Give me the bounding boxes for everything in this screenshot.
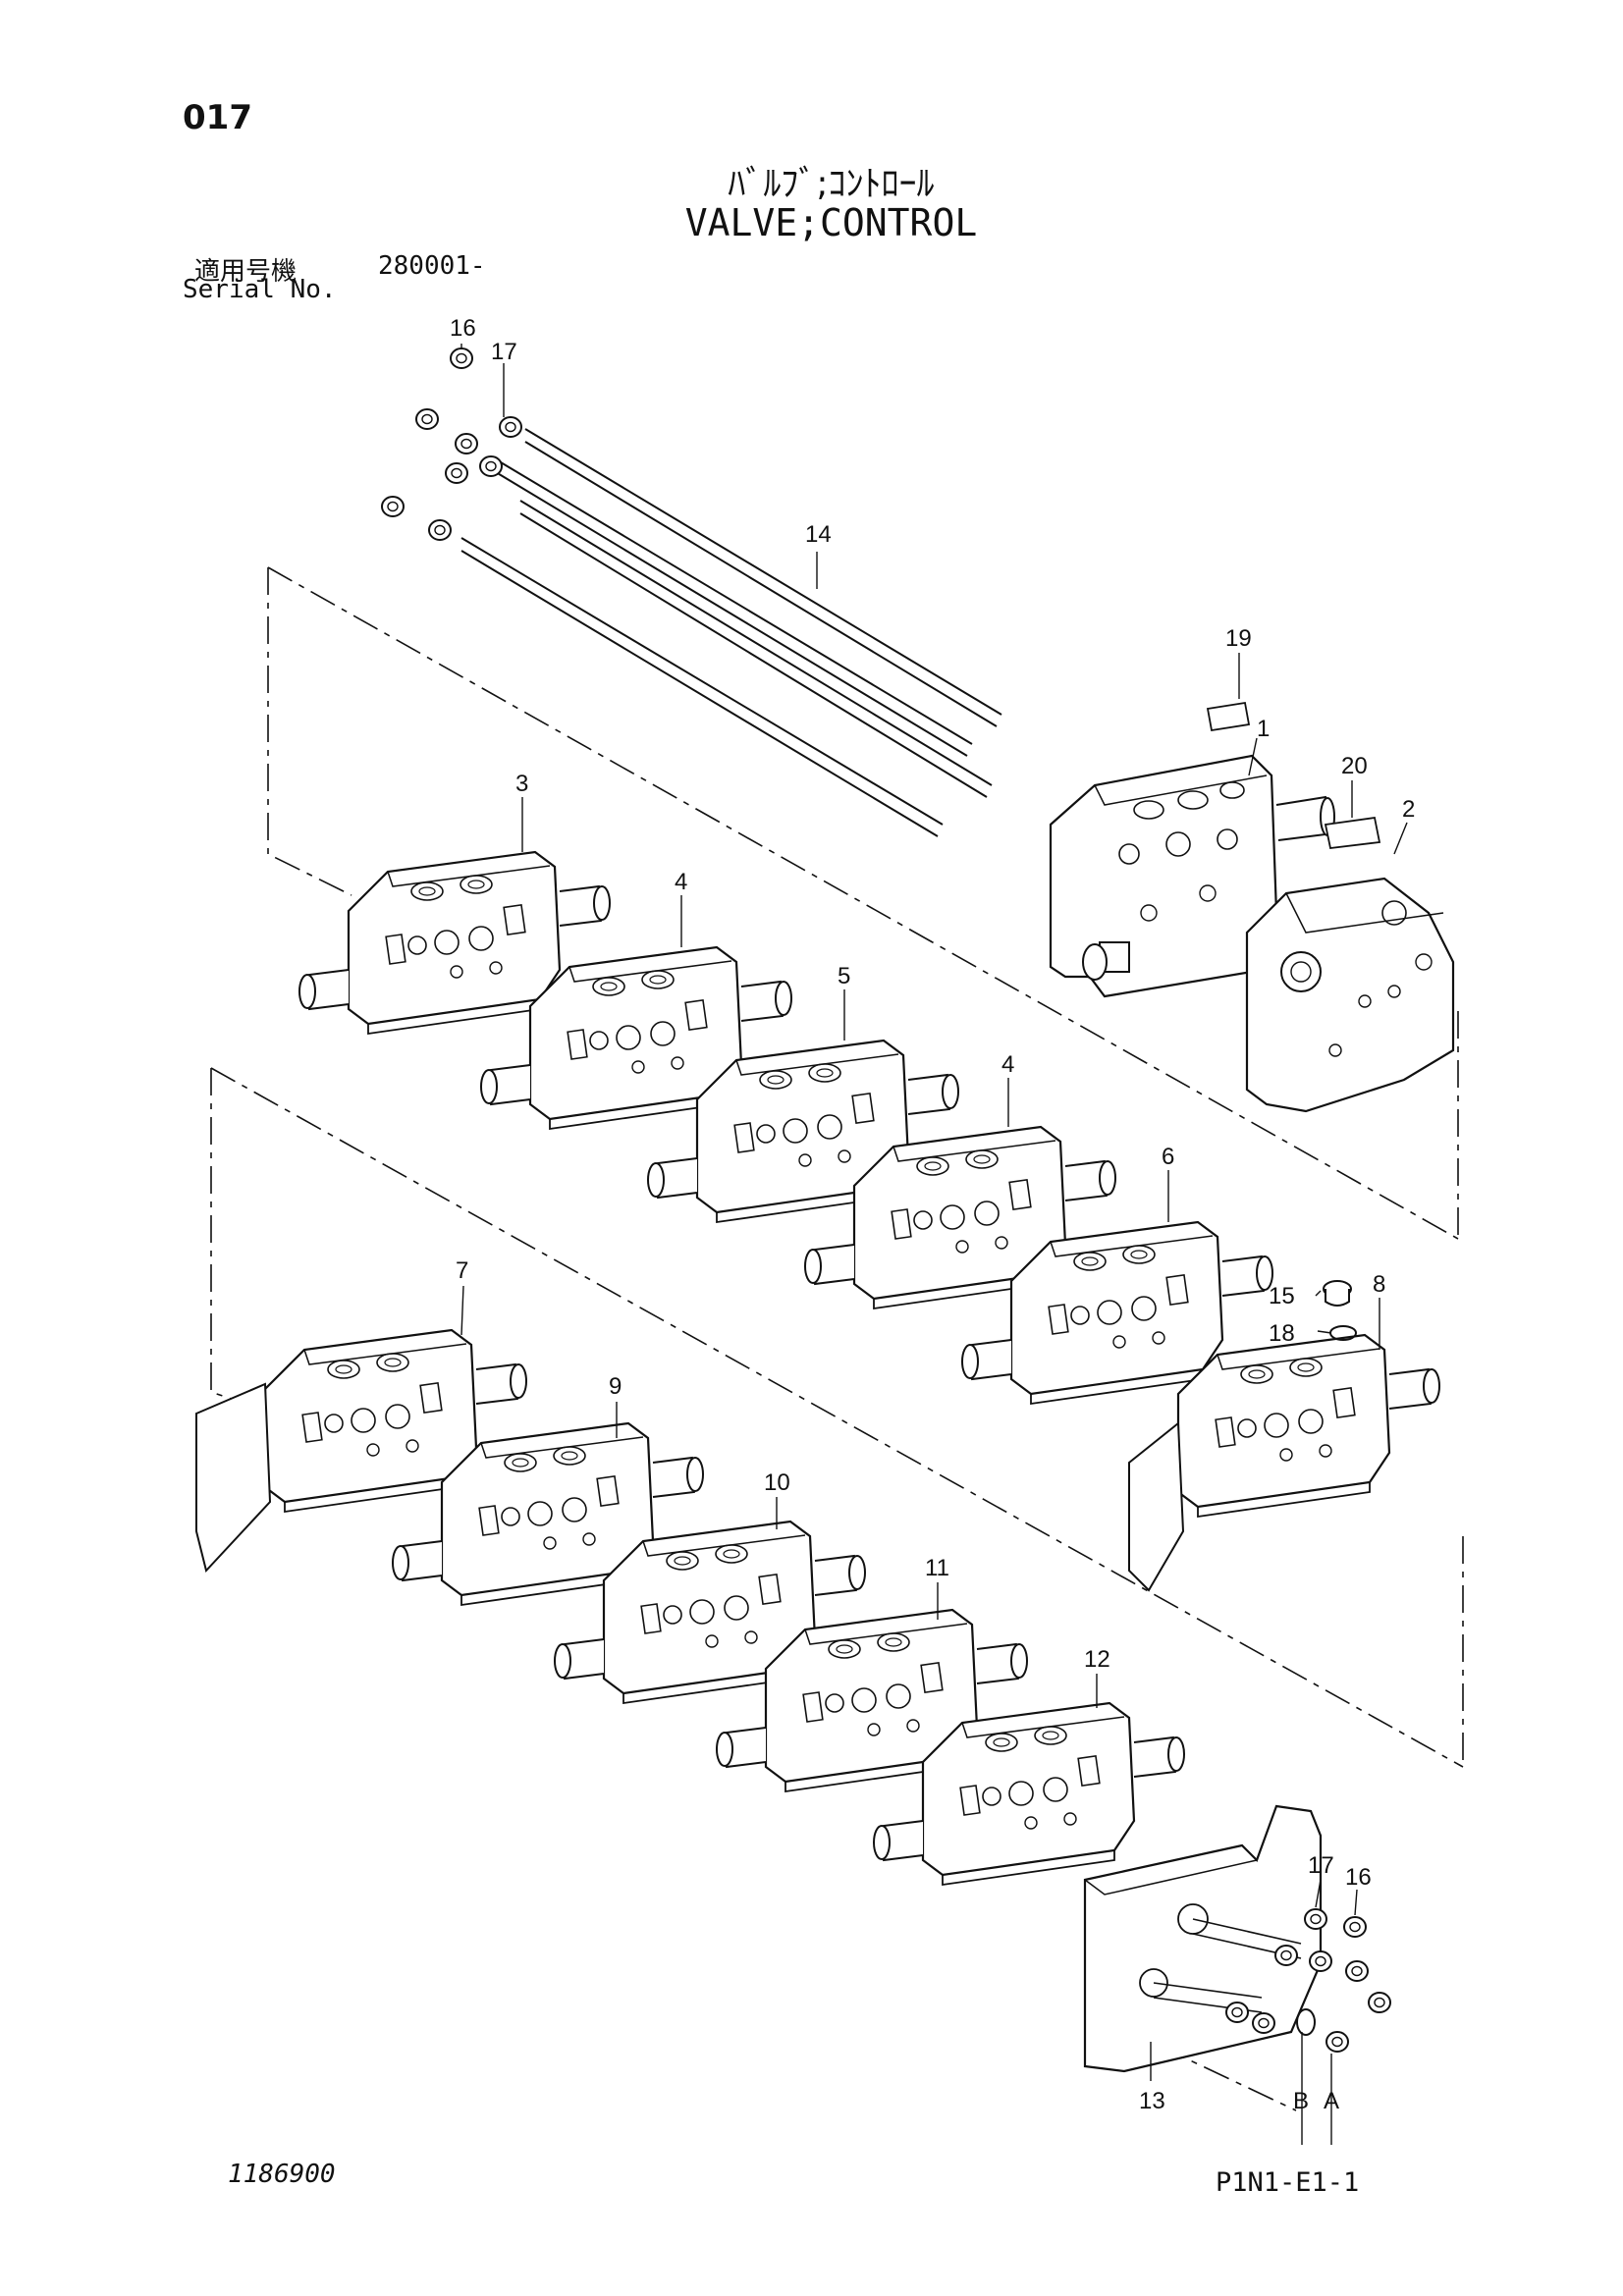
callout-B: B [1293,2088,1309,2114]
callout-15: 15 [1269,1283,1295,1309]
tie-rods [460,428,1002,837]
callout-2: 2 [1402,796,1415,823]
section-7-housing [195,1382,272,1574]
callout-5: 5 [838,963,850,989]
callout-10: 10 [764,1469,790,1496]
section-8-housing [1128,1420,1185,1592]
callout-4: 4 [675,869,687,895]
callout-3: 3 [515,771,528,797]
callout-17: 17 [491,339,517,365]
callout-16: 16 [450,315,476,342]
callout-6: 6 [1162,1144,1174,1170]
callout-13: 13 [1139,2088,1165,2114]
drawing-number: 1186900 [228,2160,336,2189]
callout-labels: 16 17 14 19 1 20 2 3 4 5 4 6 15 8 18 7 9… [450,315,1415,2114]
callout-7: 7 [456,1257,468,1284]
page-number: 017 [183,98,252,137]
nameplate [1206,701,1251,732]
serial-number-value: 280001- [378,251,486,281]
callout-20: 20 [1341,753,1368,779]
callout-12: 12 [1084,1646,1110,1673]
callout-16: 16 [1345,1864,1372,1891]
callout-17: 17 [1308,1852,1334,1879]
leader-lines [460,344,1408,2145]
inlet-section [1049,754,1335,998]
serial-label-japanese: 適用号機 [194,257,298,287]
callout-14: 14 [805,521,832,548]
page-code: P1N1-E1-1 [1216,2167,1360,2198]
callout-4: 4 [1001,1051,1014,1078]
callout-8: 8 [1373,1271,1385,1298]
nuts-top [381,347,522,541]
callout-1: 1 [1257,716,1270,742]
title-japanese: ﾊﾞﾙﾌﾞ;ｺﾝﾄﾛｰﾙ [728,164,935,204]
callout-19: 19 [1225,625,1252,652]
plug [1323,1280,1352,1307]
end-cover [1083,1804,1323,2073]
label-plate [1324,816,1381,849]
port-o-ring [1296,2008,1316,2036]
end-section [1245,877,1455,1113]
callout-11: 11 [925,1555,949,1581]
callout-A: A [1324,2088,1339,2114]
title-english: VALVE;CONTROL [684,201,978,244]
callout-9: 9 [609,1373,622,1400]
callout-18: 18 [1269,1320,1295,1347]
serial-label-english: Serial No. [183,275,337,304]
